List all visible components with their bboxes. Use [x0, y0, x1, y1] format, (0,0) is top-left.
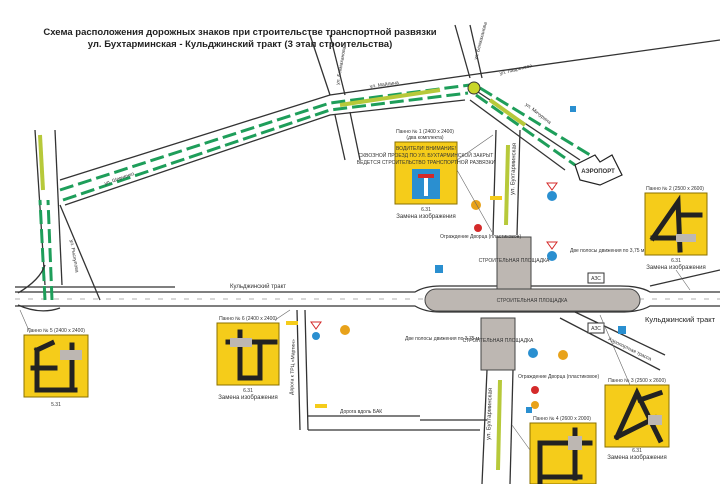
plate-sign-icon [286, 321, 298, 325]
roadworks-sign-icon [340, 325, 350, 335]
panel-4-title: Панно № 4 (2600 х 2000) [533, 416, 591, 422]
construction-site-north [496, 236, 532, 290]
martin-road-edge [304, 309, 309, 431]
panel-2-title: Панно № 2 (2500 х 2600) [646, 186, 704, 192]
street-label-airport-road: Аэропортная трасса [607, 336, 652, 362]
martin-road-edge [296, 309, 301, 431]
info-sign-icon [618, 326, 626, 334]
panel-2-code: 6.31 [671, 258, 681, 264]
panel-1-text1: ВОДИТЕЛИ! ВНИМАНИЕ! [396, 146, 456, 152]
roadworks-sign-icon [558, 350, 568, 360]
panel-2-caption: Замена изображения [646, 265, 706, 271]
panel-3-code: 6.31 [632, 448, 642, 454]
street-label-left-vertical: ул. Рыскулова [68, 239, 80, 273]
note-lanes-north: Две полосы движения по 3,75 м [570, 248, 645, 254]
yield-sign-icon [310, 321, 322, 330]
detour-route [17, 24, 720, 312]
note-fence-2: Ограждение Дворца (пластиковое) [518, 374, 599, 380]
panel-3: Панно № 3 (2500 х 2600) 6.31 Замена изоб… [604, 378, 670, 461]
street-label-kuldzha: Кульджинский тракт [230, 283, 286, 290]
no-entry-sign-icon [531, 386, 539, 394]
gas-station-2 [587, 322, 605, 334]
panel-1-caption: Замена изображения [396, 214, 456, 220]
panel-3-title: Панно № 3 (2500 х 2600) [608, 378, 666, 384]
panel-6-caption: Замена изображения [218, 395, 278, 401]
street-label-bak-road: Дорога вдоль БАК [340, 409, 382, 415]
note-lanes-south: Две полосы движения по 3,75 м [405, 336, 480, 342]
street-label-martin-road: Дорога к ТРЦ «Мартин» [289, 339, 297, 395]
panel-3-caption: Замена изображения [607, 455, 667, 461]
panel-4: Панно № 4 (2600 х 2000) [529, 416, 597, 484]
direction-sign-icon [547, 251, 557, 261]
panel-1-sub: (два комплекта) [406, 135, 443, 141]
panel-6: Панно № 6 (2400 х 2400) 6.31 Замена изоб… [216, 316, 280, 401]
note-fence-1: Ограждение Дворца (пластиковое) [440, 234, 521, 240]
gas-station-1 [587, 272, 605, 284]
panel-1-text3: ВЕДЕТСЯ СТРОИТЕЛЬСТВО ТРАНСПОРТНОЙ РАЗВЯ… [357, 158, 496, 166]
detour-arrow-icon [30, 339, 78, 393]
direction-sign-icon [528, 348, 538, 358]
info-sign-icon [526, 407, 532, 413]
no-entry-sign-icon [474, 224, 482, 232]
gas-station-1-label: АЗС [591, 276, 601, 282]
yield-sign-icon [546, 241, 558, 250]
direction-sign-icon [547, 191, 557, 201]
street-label-bukhtarma-north: ул. Бухтарминская [510, 143, 518, 195]
site-north-label: СТРОИТЕЛЬНАЯ ПЛОЩАДКА [479, 258, 550, 264]
construction-site-main [424, 288, 641, 312]
plate-sign-icon [490, 196, 502, 200]
panel-1-title: Панно № 1 (2400 х 2400) [396, 129, 454, 135]
map-title-line2: ул. Бухтарминская - Кульджинский тракт (… [88, 39, 393, 50]
street-label-cross-mid: ул. Бекмаханова [335, 46, 348, 85]
construction-site-south [480, 317, 516, 371]
street-label-kuldzha-right: Кульджинский тракт [645, 315, 716, 324]
panel-1: Панно № 1 (2400 х 2400) (два комплекта) … [357, 129, 496, 220]
panel-2: Панно № 2 (2500 х 2600) 6.31 Замена изоб… [644, 186, 708, 271]
roundabout [467, 81, 481, 95]
map-title-line1: Схема расположения дорожных знаков при с… [43, 27, 436, 38]
street-label-cross-roundabout: ул. Бекмаханова [473, 21, 489, 60]
street-label-mailina: ул. Майлина [369, 79, 399, 90]
panel-6-code: 6.31 [243, 388, 253, 394]
gas-station-2-label: АЗС [591, 326, 601, 332]
airport-building [574, 154, 623, 186]
panel-5: Панно № 5 (2400 х 2400) 5.31 [23, 328, 89, 408]
panel-6-title: Панно № 6 (2400 х 2400) [219, 316, 277, 322]
info-sign-icon [435, 265, 443, 273]
panel-6-board [216, 322, 280, 386]
site-south-label: СТРОИТЕЛЬНАЯ ПЛОЩАДКА [463, 338, 534, 344]
airport-label: АЭРОПОРТ [581, 169, 615, 175]
yield-sign-icon [546, 182, 558, 191]
panel-5-code: 5.31 [51, 402, 61, 408]
panel-1-code: 6.31 [421, 207, 431, 213]
roadworks-sign-icon [471, 200, 481, 210]
site-main-label: СТРОИТЕЛЬНАЯ ПЛОЩАДКА [497, 298, 568, 304]
roadworks-sign-icon [531, 401, 539, 409]
plate-sign-icon [315, 404, 327, 408]
road-signs [286, 106, 626, 413]
bukhtarma-road [420, 129, 521, 484]
panel-5-title: Панно № 5 (2400 х 2400) [27, 328, 85, 334]
direction-sign-icon [312, 332, 320, 340]
leader-lines [19, 134, 691, 451]
street-label-lavrenova: ул. Лавренева [499, 63, 533, 77]
street-label-bukhtarma-south: ул. Бухтарминская [486, 388, 494, 440]
panel-1-text2: СКВОЗНОЙ ПРОЕЗД ПО УЛ. БУХТАРМИНСКОЙ ЗАК… [359, 151, 494, 159]
info-sign-icon [570, 106, 576, 112]
airport-road-edge [559, 317, 661, 371]
